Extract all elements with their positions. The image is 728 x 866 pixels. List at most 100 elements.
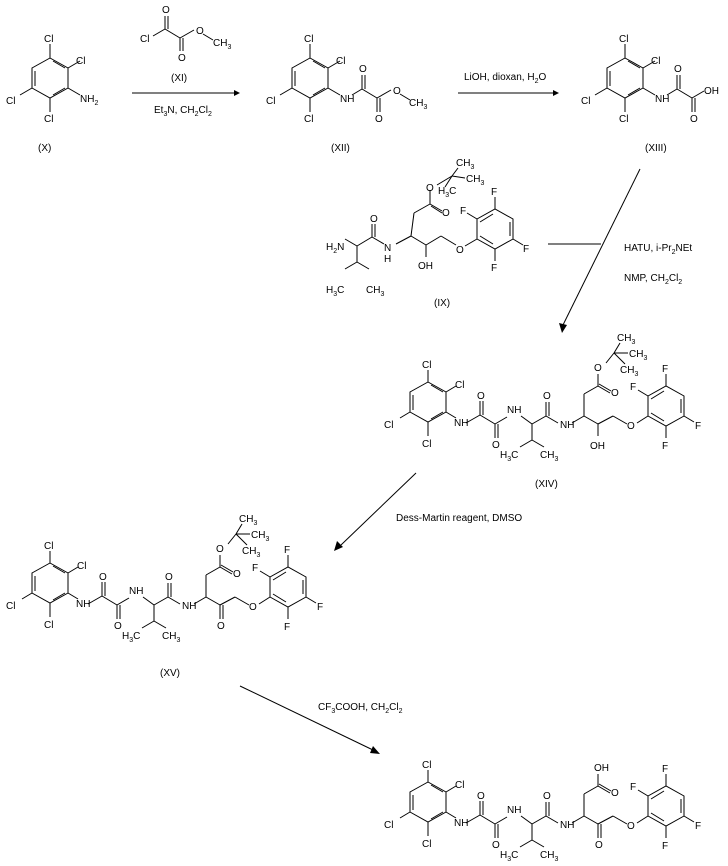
atom-h3c: H3C [122,631,140,644]
atom-cl: Cl [422,439,431,450]
atom-o: O [359,64,367,75]
compound-label-xv: (XV) [160,668,180,679]
atom-o: O [196,26,204,37]
compound-xii: Cl Cl NH Cl Cl O O O CH3 (XII) [266,34,427,154]
compound-xiii: Cl Cl NH Cl Cl O O OH (XIII) [581,34,719,154]
atom-cl: Cl [619,34,628,45]
atom-cl: Cl [44,34,53,45]
atom-o: O [216,544,224,555]
reagent-step-1: Et3N, CH2Cl2 [154,105,212,118]
arrow-step-4 [334,472,417,551]
atom-o: O [627,821,635,832]
atom-ch3: CH3 [629,349,647,362]
atom-oh: OH [590,441,605,452]
compound-xv: Cl Cl NH Cl Cl O O NH O H3C CH3 NH O O C… [6,514,323,679]
atom-ch3: H3C [438,186,456,199]
atom-f: F [662,364,668,375]
atom-o: O [370,214,378,225]
atom-cl: Cl [455,380,464,391]
atom-o: O [114,621,122,632]
atom-cl: Cl [455,780,464,791]
atom-nh: NH [454,818,468,829]
atom-f: F [630,382,636,393]
compound-label-x: (X) [38,143,51,154]
atom-cl: Cl [76,56,85,67]
atom-cl: Cl [77,561,86,572]
compound-label-xiv: (XIV) [535,479,558,490]
atom-cl: Cl [44,620,53,631]
atom-ch3: CH3 [242,546,260,559]
atom-f: F [491,187,497,198]
atom-f: F [630,782,636,793]
reagent-step-3b: NMP, CH2Cl2 [624,273,682,286]
atom-ch3: CH3 [466,174,484,187]
atom-cl: Cl [6,601,15,612]
atom-cl: Cl [384,820,393,831]
atom-ch3: CH3 [366,285,384,298]
atom-h3c: H3C [500,850,518,863]
compound-label-xi: (XI) [171,73,187,84]
atom-nh: N [384,243,391,254]
atom-o: O [233,569,241,580]
reagent-step-3a: HATU, i-Pr2NEt [624,243,692,256]
atom-f: F [317,602,323,613]
compound-ix: CH3 CH3 H3C O O O N H H2N H3C CH3 OH O F… [326,158,529,309]
atom-nh: NH [507,405,521,416]
atom-cl: Cl [44,114,53,125]
atom-ch3: CH3 [409,98,427,111]
atom-o: O [477,391,485,402]
atom-o: O [217,621,225,632]
atom-o: O [690,114,698,125]
atom-o: O [456,245,464,256]
atom-cl: Cl [422,839,431,850]
atom-o: O [99,572,107,583]
atom-o: O [611,788,619,799]
atom-f: F [662,841,668,852]
atom-ch3: CH3 [239,514,257,527]
atom-f: F [284,622,290,633]
atom-nh: NH [655,94,669,105]
atom-o: O [492,440,500,451]
atom-nh: NH [454,418,468,429]
arrow-step-3 [548,168,641,333]
atom-f: F [523,244,529,255]
atom-o: O [442,208,450,219]
atom-ch3: CH3 [617,333,635,346]
atom-cl: Cl [384,420,393,431]
atom-nh: NH [507,805,521,816]
atom-f: F [662,764,668,775]
atom-cl: Cl [581,96,590,107]
compound-label-xii: (XII) [331,143,350,154]
atom-o: O [543,791,551,802]
reagent-step-5: CF3COOH, CH2Cl2 [318,702,403,715]
atom-nh: NH [182,601,196,612]
atom-nh: NH [340,94,354,105]
atom-cl: Cl [651,56,660,67]
reagent-step-4: Dess-Martin reagent, DMSO [396,513,522,524]
atom-nh: NH [560,820,574,831]
atom-o: O [492,840,500,851]
atom-nh: NH [560,420,574,431]
atom-cl: Cl [422,760,431,771]
atom-o: O [594,363,602,374]
atom-ch3: CH3 [162,631,180,644]
atom-nh: NH [76,599,90,610]
atom-oh: OH [594,763,609,774]
atom-f: F [695,421,701,432]
atom-f: F [284,545,290,556]
atom-o: O [477,791,485,802]
atom-f: F [491,263,497,274]
atom-f: F [662,441,668,452]
atom-o: O [375,114,383,125]
atom-ch3: CH3 [540,850,558,863]
atom-ch3: CH3 [456,158,474,171]
atom-cl: Cl [336,56,345,67]
compound-label-xiii: (XIII) [645,143,667,154]
atom-cl: Cl [304,114,313,125]
compound-xiv: Cl Cl NH Cl Cl O O NH O H3C CH3 NH O O C… [384,333,701,490]
atom-cl: Cl [44,541,53,552]
atom-h: H [384,254,391,265]
atom-o: O [426,183,434,194]
atom-oh: OH [418,261,433,272]
